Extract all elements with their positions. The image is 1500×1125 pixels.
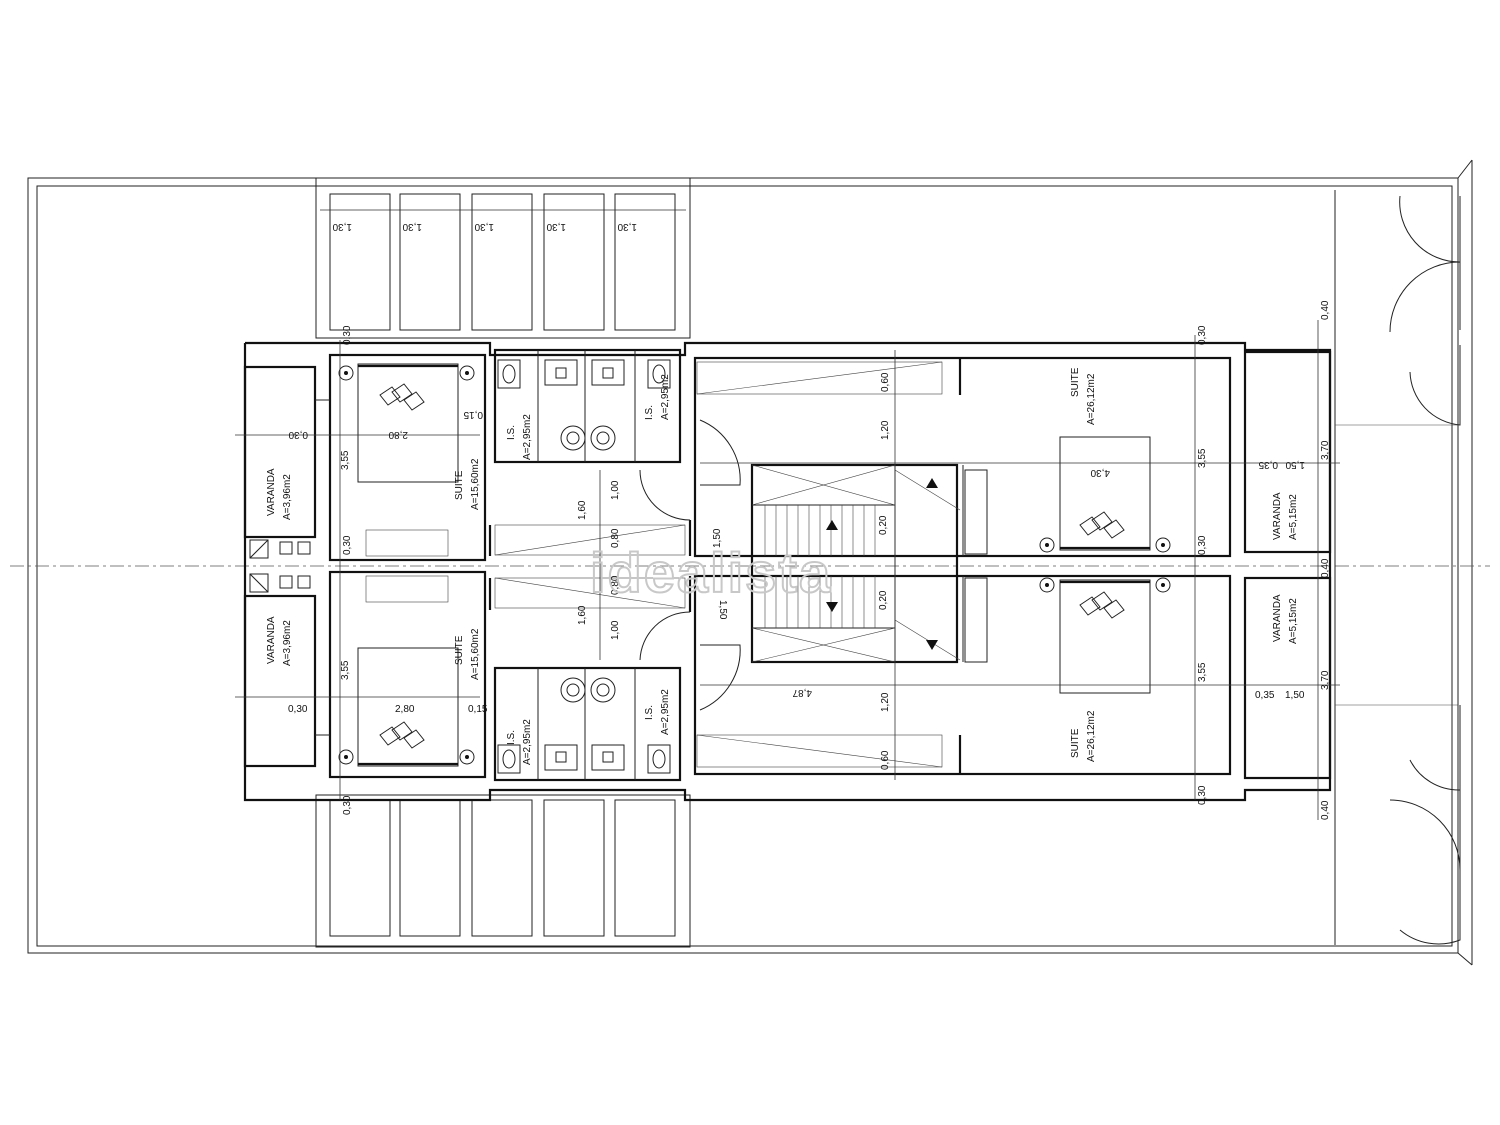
bed-bottom-right — [1039, 577, 1171, 694]
suite-tr-name: SUITE — [1070, 367, 1081, 397]
is-3-area: A=2,95m2 — [522, 719, 533, 765]
varanda-bl-area: A=3,96m2 — [282, 620, 293, 666]
dim-370-top: 3,70 — [1320, 440, 1331, 460]
dim-030-right-top: 0,30 — [1197, 325, 1208, 345]
dim-wall-030-mid: 0,30 — [342, 535, 353, 555]
dim-060-bottom: 0,60 — [880, 750, 891, 770]
wardrobe-diagonals — [365, 361, 943, 768]
parking-bays-top — [315, 177, 691, 339]
site-boundary — [27, 159, 1473, 966]
dim-040-mid: 0,40 — [1320, 558, 1331, 578]
dim-150-stair-top: 1,50 — [712, 528, 723, 548]
varanda-bl-name: VARANDA — [266, 616, 277, 664]
dim-040-bottom: 0,40 — [1320, 800, 1331, 820]
varanda-tr-name: VARANDA — [1272, 492, 1283, 540]
dim-035-top: 0,35 — [1258, 459, 1278, 470]
parking-bays-bottom — [315, 794, 691, 948]
is-4-name: I.S. — [644, 705, 655, 720]
dim-280-top: 2,80 — [388, 429, 408, 440]
dim-487: 4,87 — [792, 687, 812, 698]
dim-370-bottom: 3,70 — [1320, 670, 1331, 690]
dim-080-bottom: 0,80 — [610, 575, 621, 595]
dim-030-varanda-top: 0,30 — [288, 429, 308, 440]
dim-280-bottom: 2,80 — [395, 704, 415, 715]
dim-wall-030-bottom: 0,30 — [342, 795, 353, 815]
right-arched-openings — [1334, 190, 1461, 945]
varanda-tl-name: VARANDA — [266, 468, 277, 516]
stair-treads — [751, 464, 961, 663]
dim-080-top: 0,80 — [610, 528, 621, 548]
dim-355-left-top: 3,55 — [340, 450, 351, 470]
dim-030-right-mid: 0,30 — [1197, 535, 1208, 555]
dimension-lines — [235, 320, 1340, 820]
dim-430: 4,30 — [1090, 467, 1110, 478]
suite-br-area: A=26,12m2 — [1086, 710, 1097, 762]
parking-dim-1: 1,30 — [332, 221, 352, 232]
is-3-name: I.S. — [506, 730, 517, 745]
dim-355-right-top: 3,55 — [1197, 448, 1208, 468]
parking-dim-4: 1,30 — [546, 221, 566, 232]
dim-035-bottom: 0,35 — [1255, 690, 1275, 701]
dim-355-left-bottom: 3,55 — [340, 660, 351, 680]
varanda-br-name: VARANDA — [1272, 594, 1283, 642]
parking-dim-2: 1,30 — [402, 221, 422, 232]
parking-dim-5: 1,30 — [617, 221, 637, 232]
varanda-tr-area: A=5,15m2 — [1288, 494, 1299, 540]
service-shafts — [249, 539, 311, 593]
dim-015-top: 0,15 — [463, 409, 483, 420]
bed-top-right — [1039, 436, 1171, 553]
dim-160-bottom: 1,60 — [577, 605, 588, 625]
dim-060-top: 0,60 — [880, 372, 891, 392]
is-2-name: I.S. — [644, 405, 655, 420]
bathroom-fixtures — [497, 359, 671, 774]
dim-015-bottom: 0,15 — [468, 704, 488, 715]
dim-wall-030-top: 0,30 — [342, 325, 353, 345]
is-1-area: A=2,95m2 — [522, 414, 533, 460]
suite-bl-area: A=15,60m2 — [470, 628, 481, 680]
is-2-area: A=2,95m2 — [660, 374, 671, 420]
dim-150-right-bottom: 1,50 — [1285, 690, 1305, 701]
suite-tl-name: SUITE — [454, 470, 465, 500]
dim-160-top: 1,60 — [577, 500, 588, 520]
dim-150-stair-bottom: 1,50 — [717, 600, 728, 620]
dim-355-right-bottom: 3,55 — [1197, 662, 1208, 682]
suite-bl-name: SUITE — [454, 635, 465, 665]
parking-dim-3: 1,30 — [474, 221, 494, 232]
dim-150-right-top: 1,50 — [1285, 459, 1305, 470]
is-4-area: A=2,95m2 — [660, 689, 671, 735]
dim-020-top: 0,20 — [878, 515, 889, 535]
is-1-name: I.S. — [506, 425, 517, 440]
dim-030-right-bottom: 0,30 — [1197, 785, 1208, 805]
suite-br-name: SUITE — [1070, 728, 1081, 758]
dim-120-bottom: 1,20 — [880, 692, 891, 712]
suite-tr-area: A=26,12m2 — [1086, 373, 1097, 425]
varanda-br-area: A=5,15m2 — [1288, 598, 1299, 644]
varanda-tl-area: A=3,96m2 — [282, 474, 293, 520]
dim-120-top: 1,20 — [880, 420, 891, 440]
watermark-logo: idealista — [590, 541, 832, 604]
dim-100-bottom: 1,00 — [610, 620, 621, 640]
bed-bottom-left — [338, 647, 475, 767]
bed-top-left — [338, 363, 475, 483]
dim-040-top: 0,40 — [1320, 300, 1331, 320]
dim-100-top: 1,00 — [610, 480, 621, 500]
dim-030-varanda-bottom: 0,30 — [288, 704, 308, 715]
dim-020-bottom: 0,20 — [878, 590, 889, 610]
suite-tl-area: A=15,60m2 — [470, 458, 481, 510]
door-swings — [315, 399, 741, 736]
